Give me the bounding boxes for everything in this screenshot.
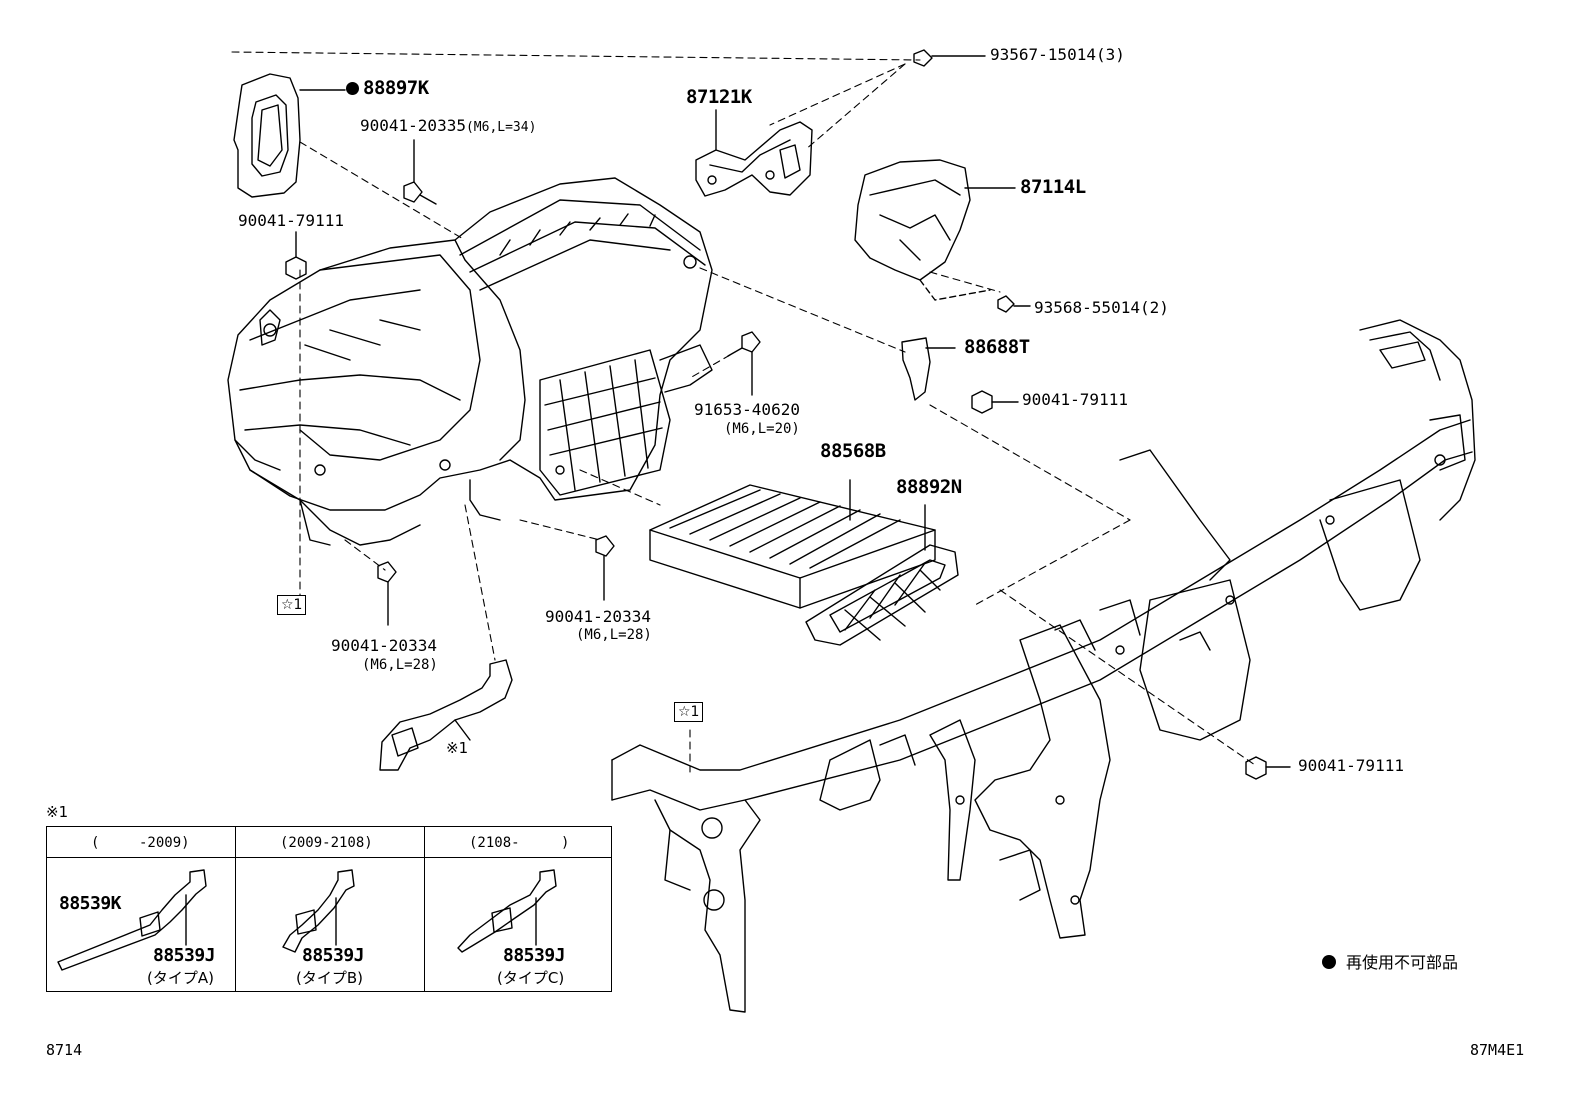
variant-c-type: (タイプC) — [497, 969, 565, 987]
callout-90041-20334-right-spec: (M6,L=28) — [576, 627, 652, 643]
drain-hose-drawing — [379, 659, 513, 771]
callout-87121k: 87121K — [686, 86, 752, 108]
callout-90041-20334-left-spec: (M6,L=28) — [362, 657, 438, 673]
variant-column-b: (2009-2108) 88539J (タイプB) — [236, 827, 425, 991]
variant-b-type: (タイプB) — [296, 969, 363, 987]
reference-note1-hose: ※1 — [446, 739, 469, 757]
fasteners-drawing — [285, 49, 1291, 780]
variant-a-part-88539k: 88539K — [59, 893, 122, 914]
variant-table-marker: ※1 — [46, 803, 69, 821]
variant-column-a: ( -2009) 88539K 88539J (タイプA) — [47, 827, 236, 991]
callout-90041-20335: 90041-20335(M6,L=34) — [360, 116, 537, 135]
callout-88892n: 88892N — [896, 476, 962, 498]
callout-90041-20334-left: 90041-20334 — [331, 636, 437, 655]
variant-header-c: (2108- ) — [425, 827, 611, 858]
callout-90041-79111-left: 90041-79111 — [238, 211, 344, 230]
callout-88688t: 88688T — [964, 336, 1030, 358]
variant-a-type: (タイプA) — [147, 969, 214, 987]
callout-90041-79111-mid: 90041-79111 — [1022, 390, 1128, 409]
legend-non-reusable: 再使用不可部品 — [1322, 949, 1458, 973]
variant-header-a: ( -2009) — [47, 827, 235, 858]
callout-90041-79111-right: 90041-79111 — [1298, 756, 1404, 775]
variant-c-part-88539j: 88539J — [503, 945, 566, 966]
filter-88568b-drawing — [649, 479, 936, 609]
gasket-88897k-drawing — [233, 73, 301, 198]
illustration-code: 87M4E1 — [1470, 1041, 1525, 1059]
callout-88568b: 88568B — [820, 440, 886, 462]
callout-90041-20334-right: 90041-20334 — [545, 607, 651, 626]
callout-87114l: 87114L — [1020, 176, 1086, 198]
callout-91653-40620-spec: (M6,L=20) — [724, 421, 800, 437]
figure-number: 8714 — [46, 1041, 83, 1059]
variant-a-part-88539j: 88539J — [153, 945, 216, 966]
callout-93568-55014: 93568-55014(2) — [1034, 298, 1169, 317]
variant-hoses-drawing — [57, 869, 557, 971]
variant-column-c: (2108- ) 88539J (タイプC) — [425, 827, 611, 991]
non-reusable-dot-icon — [1322, 955, 1336, 969]
instrument-panel-frame-drawing — [611, 319, 1476, 1013]
reference-star1-left: ☆1 — [277, 595, 307, 615]
callout-93567-15014: 93567-15014(3) — [990, 45, 1125, 64]
callout-91653-40620: 91653-40620 — [694, 400, 800, 419]
guide-lines — [231, 51, 1256, 773]
callout-88897k: 88897K — [346, 79, 429, 98]
reference-star1-frame: ☆1 — [674, 702, 704, 722]
bracket-87121k-drawing — [695, 109, 813, 197]
non-reusable-dot-icon — [346, 82, 359, 95]
filter-frame-88892n-drawing — [805, 504, 959, 646]
variant-header-b: (2009-2108) — [236, 827, 424, 858]
variant-table: ( -2009) 88539K 88539J (タイプA) (2009-2108… — [46, 826, 612, 992]
bracket-88688t-drawing — [901, 337, 956, 401]
heater-blower-unit-drawing — [227, 177, 713, 546]
variant-b-part-88539j: 88539J — [302, 945, 365, 966]
duct-cover-87114l-drawing — [854, 159, 1016, 301]
